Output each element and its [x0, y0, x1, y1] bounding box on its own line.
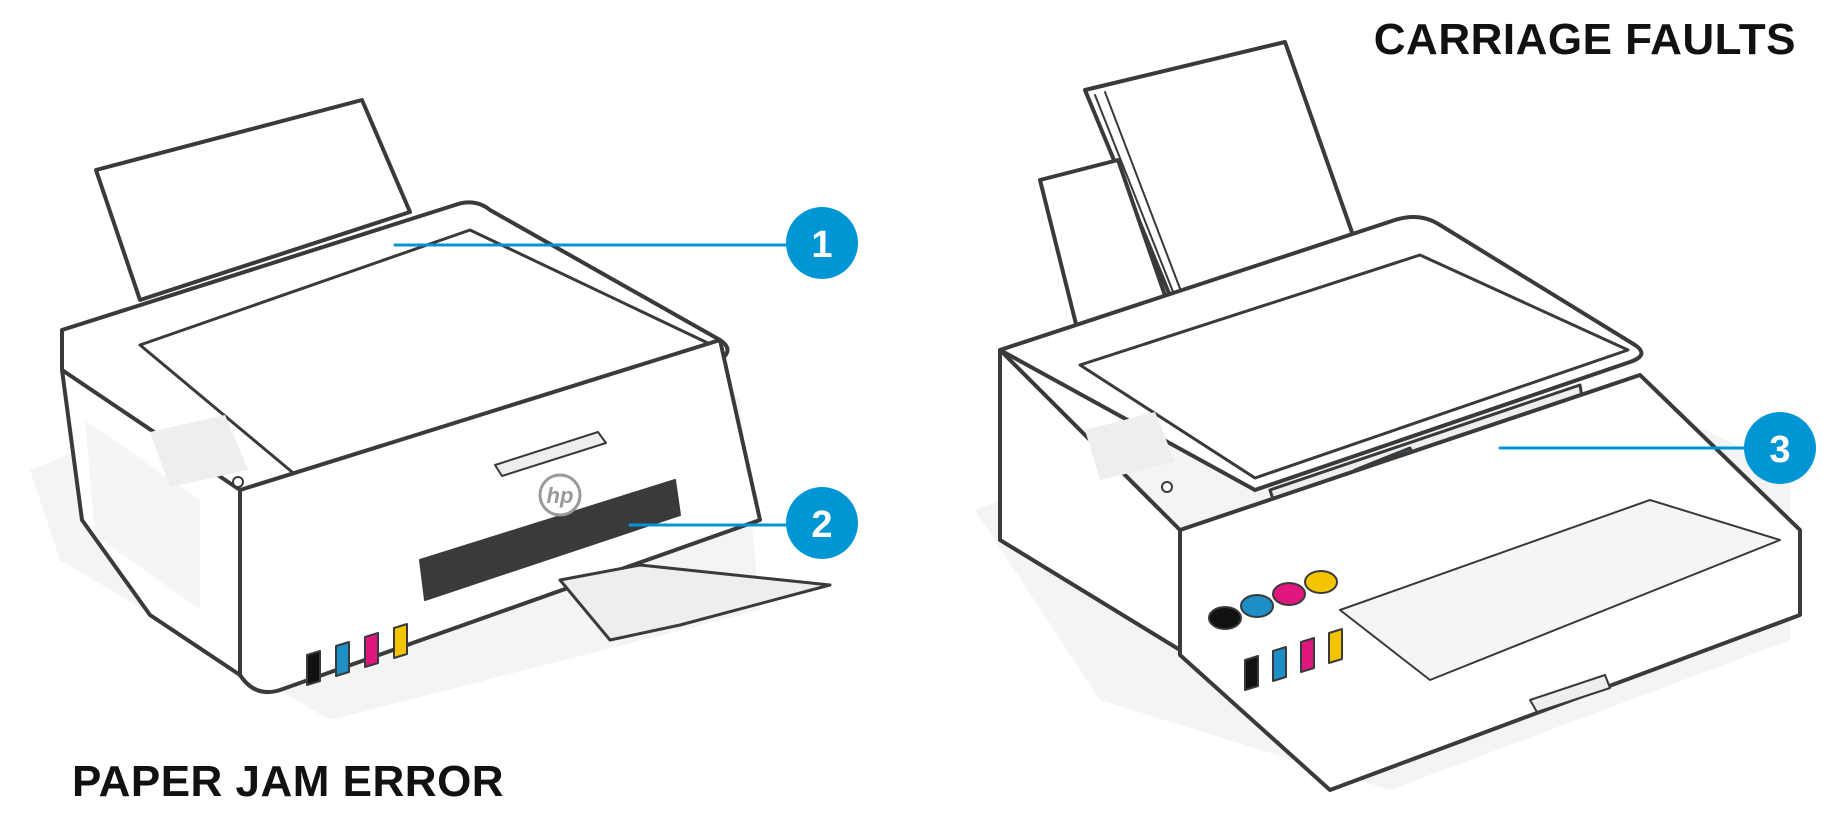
- hp-logo-text: hp: [547, 483, 574, 508]
- heading-carriage-faults: CARRIAGE FAULTS: [1373, 15, 1796, 64]
- callout-2-number: 2: [811, 504, 832, 546]
- ink-cap-4: [1304, 570, 1338, 594]
- ink-tank-windows-left: [306, 623, 408, 686]
- power-button: [232, 476, 244, 488]
- side-panel: [85, 420, 200, 610]
- output-slot: [419, 479, 681, 601]
- callout-3-circle: [1744, 412, 1816, 484]
- ink-window-right-4: [1328, 628, 1343, 664]
- ink-tank-caps: [1208, 570, 1338, 630]
- ink-window-right-1: [1244, 655, 1259, 691]
- lid-handle: [494, 431, 607, 477]
- ink-window-right-3: [1300, 637, 1315, 673]
- scanner-lid-right: [1078, 253, 1630, 480]
- callout-3-number: 3: [1769, 429, 1790, 471]
- ink-tank-windows-right: [1244, 628, 1343, 691]
- callout-2-circle: [786, 487, 858, 559]
- hp-logo-icon: [538, 473, 582, 517]
- power-button-right: [1161, 481, 1173, 493]
- ink-window-left-1: [306, 650, 321, 686]
- callout-3: 3: [1744, 412, 1816, 484]
- ink-window-left-4: [393, 623, 408, 659]
- ink-cap-1: [1208, 606, 1242, 630]
- callout-2: 2: [786, 487, 858, 559]
- output-tray: [558, 563, 832, 642]
- input-tray-paper: [94, 98, 412, 302]
- heading-paper-jam-error: PAPER JAM ERROR: [72, 757, 505, 806]
- control-panel-display: [150, 415, 248, 487]
- callout-1: 1: [786, 207, 858, 279]
- control-panel-display-right: [1085, 412, 1175, 480]
- printer-right: [975, 40, 1802, 792]
- ink-cap-2: [1240, 594, 1274, 618]
- callout-1-number: 1: [811, 224, 832, 266]
- paper-stack-edge: [1094, 91, 1193, 323]
- door-inner-panel: [1339, 499, 1781, 681]
- callout-1-circle: [786, 207, 858, 279]
- printer-left: hp: [30, 98, 832, 720]
- ink-window-left-3: [364, 632, 379, 668]
- ink-cap-3: [1272, 582, 1306, 606]
- door-handle: [1529, 674, 1611, 713]
- ink-window-left-2: [335, 641, 350, 677]
- ink-window-right-2: [1272, 646, 1287, 682]
